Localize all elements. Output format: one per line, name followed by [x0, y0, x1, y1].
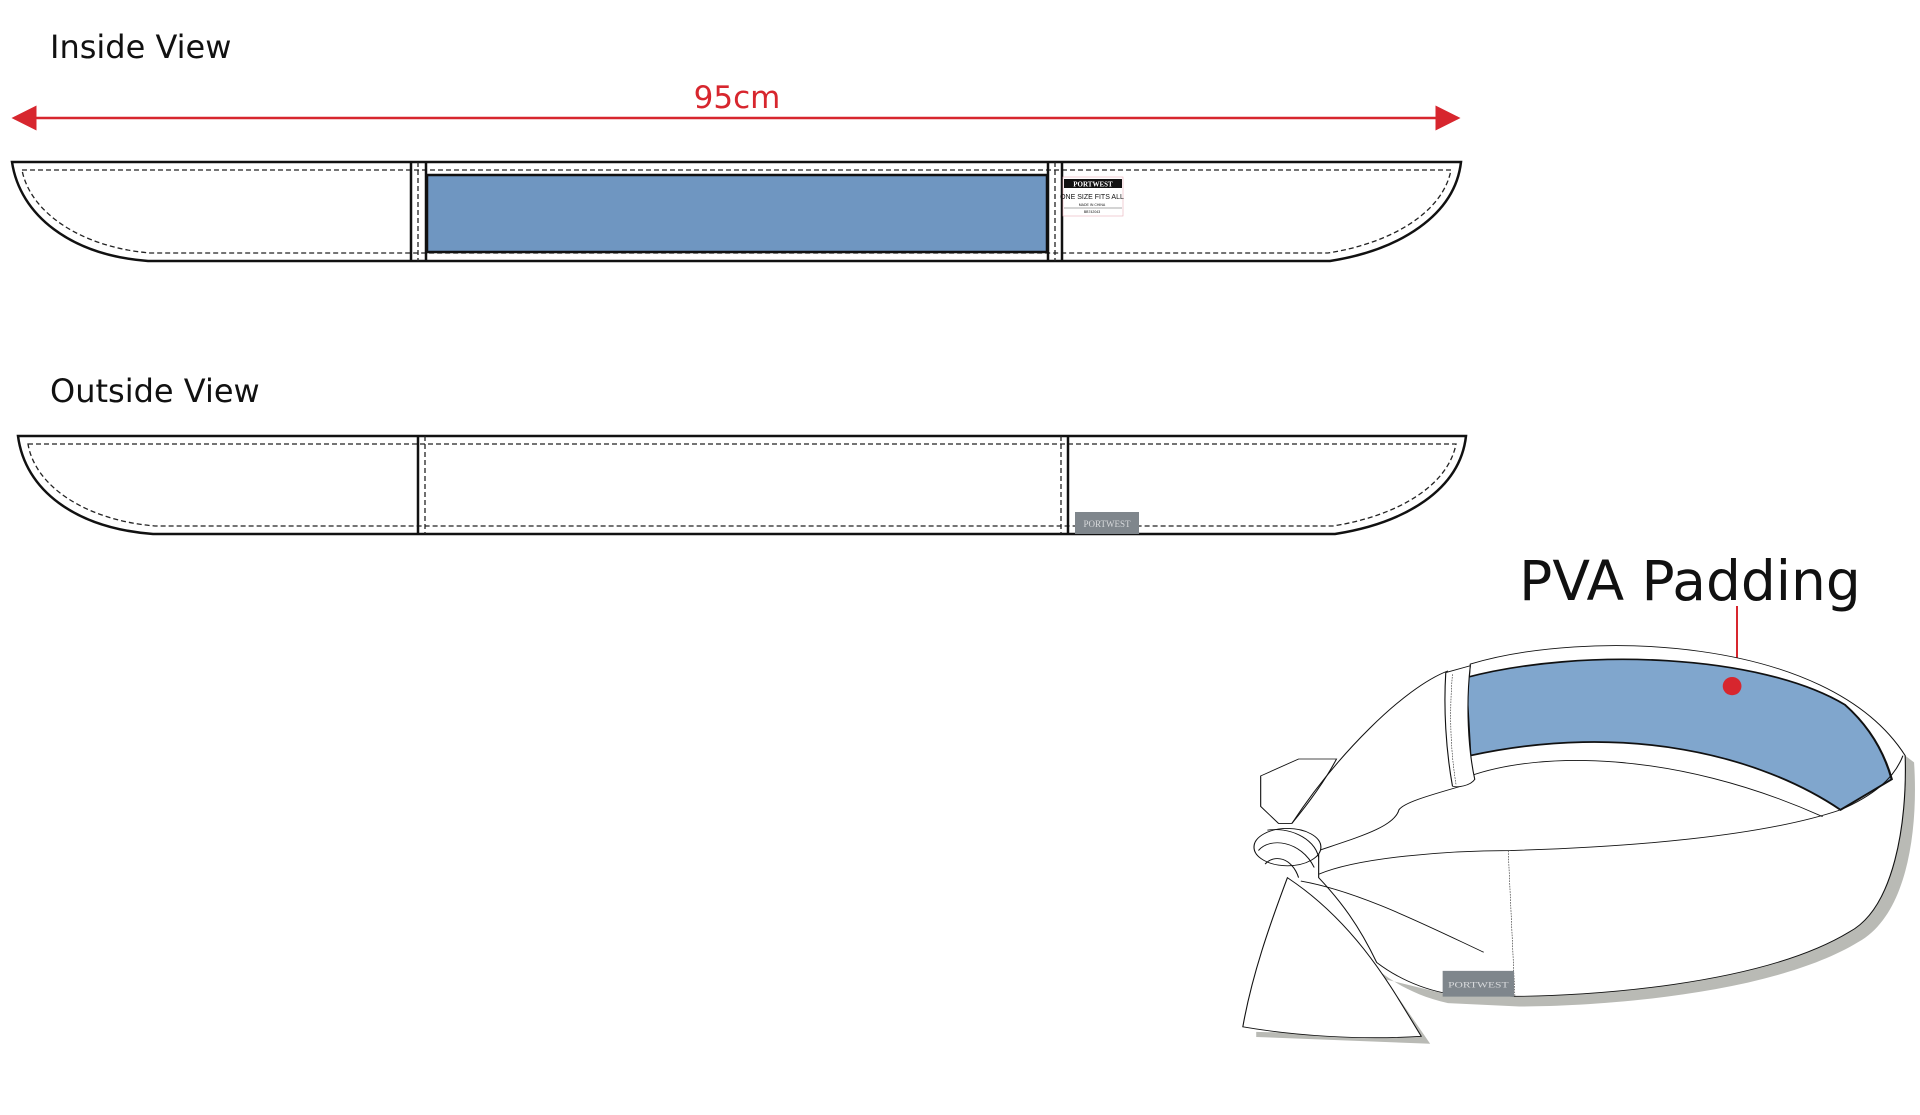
pva-padding-flat [425, 173, 1049, 254]
headband-perspective: PORTWEST [1242, 645, 1915, 1044]
outside-brand-tag-text: PORTWEST [1084, 519, 1131, 529]
outside-view-title: Outside View [50, 372, 260, 410]
care-label-brand: PORTWEST [1073, 181, 1113, 189]
callout-label: PVA Padding [1519, 549, 1861, 613]
inside-view: Inside View 95cm PORTWEST ONE SIZE FITS … [10, 28, 1463, 263]
knot [1253, 828, 1322, 878]
strap-edge [1291, 670, 1449, 824]
care-label: PORTWEST ONE SIZE FITS ALL MADE IN CHINA… [1060, 176, 1124, 217]
care-label-origin: MADE IN CHINA [1079, 203, 1106, 207]
tie-tail-upper [1260, 758, 1338, 824]
perspective-brand-tag-text: PORTWEST [1448, 981, 1509, 990]
outside-view: Outside View PORTWEST [16, 372, 1468, 536]
care-label-code: BB742043 [1084, 210, 1100, 214]
outside-brand-tag [1075, 512, 1139, 534]
keeper-stitching [1450, 674, 1457, 785]
pva-padding-3d [1464, 658, 1894, 811]
callout-dot [1722, 676, 1742, 696]
inner-rim [1470, 760, 1823, 817]
perspective-brand-tag [1442, 970, 1515, 997]
care-label-size: ONE SIZE FITS ALL [1060, 194, 1124, 201]
outside-stitching [27, 443, 1457, 527]
pva-padding-callout: PVA Padding [1519, 549, 1861, 684]
crease-line [1300, 880, 1484, 953]
outside-strip-outline [16, 434, 1468, 536]
inside-view-title: Inside View [50, 28, 231, 66]
inside-stitching [21, 169, 1452, 254]
tie-tail-lower [1242, 876, 1423, 1039]
front-wall-edge [1318, 755, 1904, 875]
measurement-label: 95cm [694, 80, 781, 116]
drop-shadow [1256, 755, 1915, 1044]
